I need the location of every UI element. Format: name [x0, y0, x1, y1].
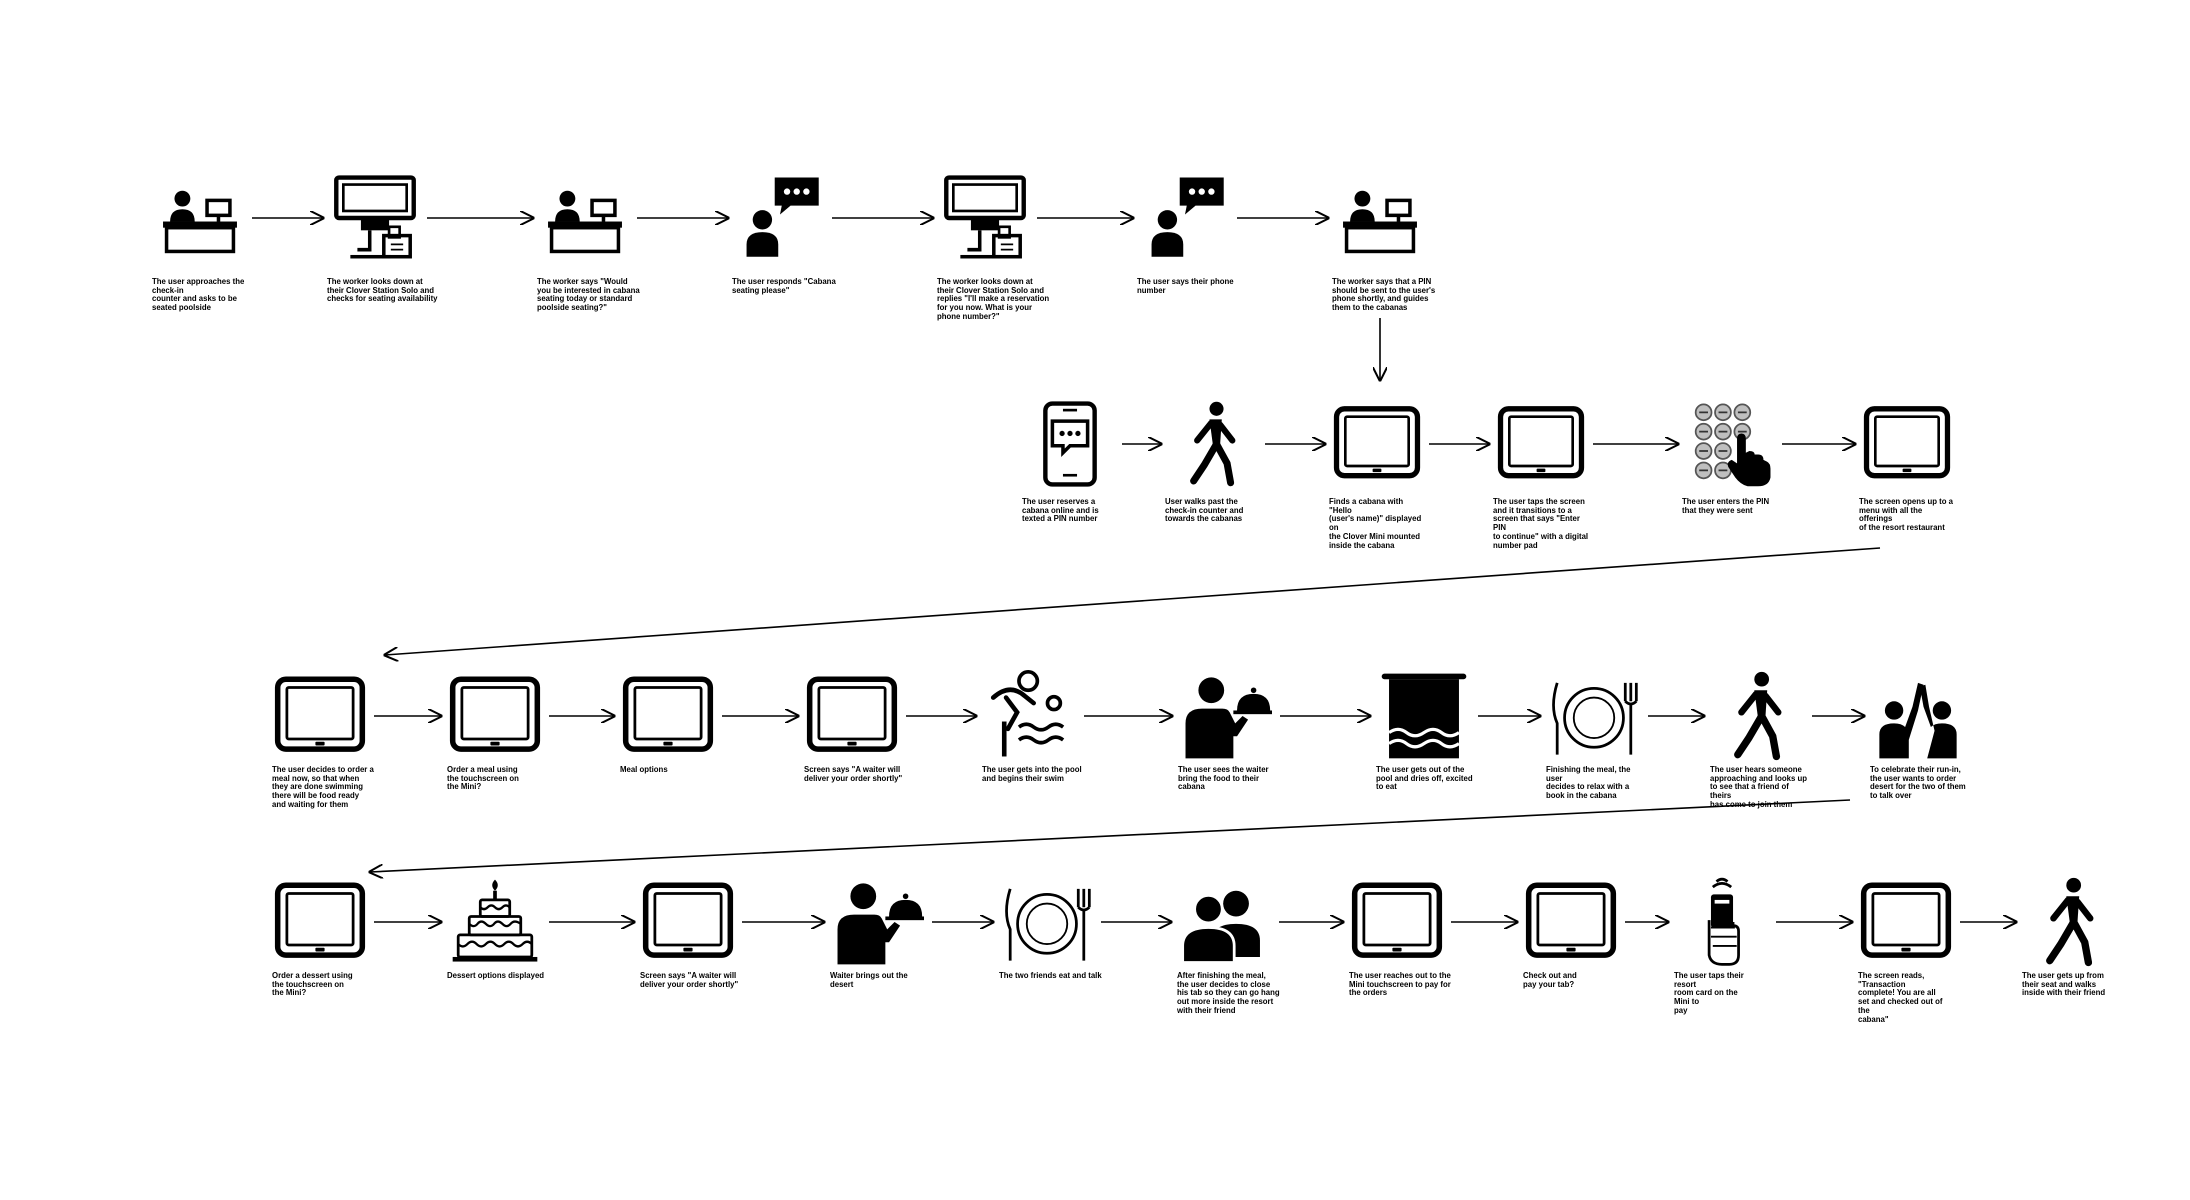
- step-caption: The worker says that a PIN should be sen…: [1332, 277, 1436, 313]
- step-caption: The user enters the PIN that they were s…: [1682, 497, 1770, 515]
- plate-cutlery-icon: [1552, 681, 1638, 757]
- row-connector-arrow: [370, 799, 1851, 872]
- step-caption: The user reserves a cabana online and is…: [1022, 497, 1099, 524]
- step-caption: The user decides to order a meal now, so…: [272, 765, 374, 809]
- person-speech-icon: [1151, 177, 1224, 257]
- cake-icon: [451, 878, 539, 963]
- phone-message-icon: [1045, 404, 1094, 485]
- step-caption: Screen says "A waiter will deliver your …: [640, 971, 739, 989]
- plate-cutlery-icon: [1005, 887, 1091, 963]
- tablet-icon: [278, 885, 363, 955]
- step-caption: Check out and pay your tab?: [1523, 971, 1577, 989]
- towel-icon: [1380, 672, 1468, 760]
- step-caption: The user gets out of the pool and dries …: [1376, 765, 1473, 792]
- tablet-icon: [278, 679, 363, 749]
- step-caption: The two friends eat and talk: [999, 971, 1102, 980]
- step-caption: The worker looks down at their Clover St…: [937, 277, 1050, 321]
- waiter-icon: [1185, 677, 1272, 759]
- waiter-icon: [837, 883, 924, 965]
- tablet-icon: [1864, 885, 1949, 955]
- desk-icon: [546, 188, 624, 254]
- step-caption: The user taps their resort room card on …: [1674, 971, 1744, 1015]
- step-caption: Dessert options displayed: [447, 971, 545, 980]
- step-caption: The user sees the waiter bring the food …: [1178, 765, 1269, 792]
- step-caption: The worker looks down at their Clover St…: [327, 277, 438, 304]
- tablet-icon: [646, 885, 731, 955]
- pos-station-icon: [946, 178, 1023, 259]
- step-caption: The user says their phone number: [1137, 277, 1234, 295]
- step-caption: The user gets into the pool and begins t…: [982, 765, 1082, 783]
- step-caption: The screen opens up to a menu with all t…: [1859, 497, 1954, 533]
- step-caption: Order a meal using the touchscreen on th…: [447, 765, 519, 792]
- row-connector-arrow: [385, 547, 1881, 655]
- desk-icon: [161, 188, 239, 254]
- tablet-icon: [1355, 885, 1440, 955]
- step-caption: The worker says "Would you be interested…: [537, 277, 640, 313]
- step-caption: Order a dessert using the touchscreen on…: [272, 971, 353, 998]
- step-caption: The user taps the screen and it transiti…: [1493, 497, 1589, 550]
- pos-station-icon: [336, 178, 413, 259]
- tablet-icon: [626, 679, 711, 749]
- step-caption: The screen reads, "Transaction complete!…: [1858, 971, 1943, 1024]
- step-caption: To celebrate their run-in, the user want…: [1870, 765, 1966, 801]
- step-caption: The user responds "Cabana seating please…: [732, 277, 836, 295]
- step-caption: The user hears someone approaching and l…: [1710, 765, 1808, 809]
- tablet-icon: [1529, 885, 1614, 955]
- step-caption: Meal options: [620, 765, 668, 774]
- step-caption: Screen says "A waiter will deliver your …: [804, 765, 903, 783]
- step-caption: User walks past the check-in counter and…: [1165, 497, 1244, 524]
- step-caption: After finishing the meal, the user decid…: [1177, 971, 1280, 1015]
- tablet-icon: [1337, 409, 1418, 476]
- keypad-tap-icon: [1694, 403, 1772, 488]
- step-caption: The user gets up from their seat and wal…: [2022, 971, 2106, 998]
- step-caption: Finishing the meal, the user decides to …: [1546, 765, 1631, 801]
- tablet-icon: [1501, 409, 1582, 476]
- tablet-icon: [1867, 409, 1948, 476]
- swimmer-icon: [993, 672, 1063, 757]
- desk-icon: [1341, 188, 1419, 254]
- tablet-icon: [453, 679, 538, 749]
- step-caption: The user reaches out to the Mini touchsc…: [1349, 971, 1451, 998]
- walking-person-icon: [1194, 402, 1233, 483]
- tablet-icon: [810, 679, 895, 749]
- person-speech-icon: [746, 177, 819, 257]
- walking-person-icon: [1738, 672, 1778, 757]
- walking-person-icon: [2050, 878, 2090, 963]
- step-caption: The user approaches the check-in counter…: [152, 277, 245, 313]
- high-five-icon: [1879, 682, 1957, 759]
- tap-card-icon: [1707, 877, 1740, 966]
- step-caption: Finds a cabana with "Hello (user's name)…: [1329, 497, 1422, 550]
- step-caption: Waiter brings out the desert: [830, 971, 908, 989]
- two-people-icon: [1181, 889, 1262, 964]
